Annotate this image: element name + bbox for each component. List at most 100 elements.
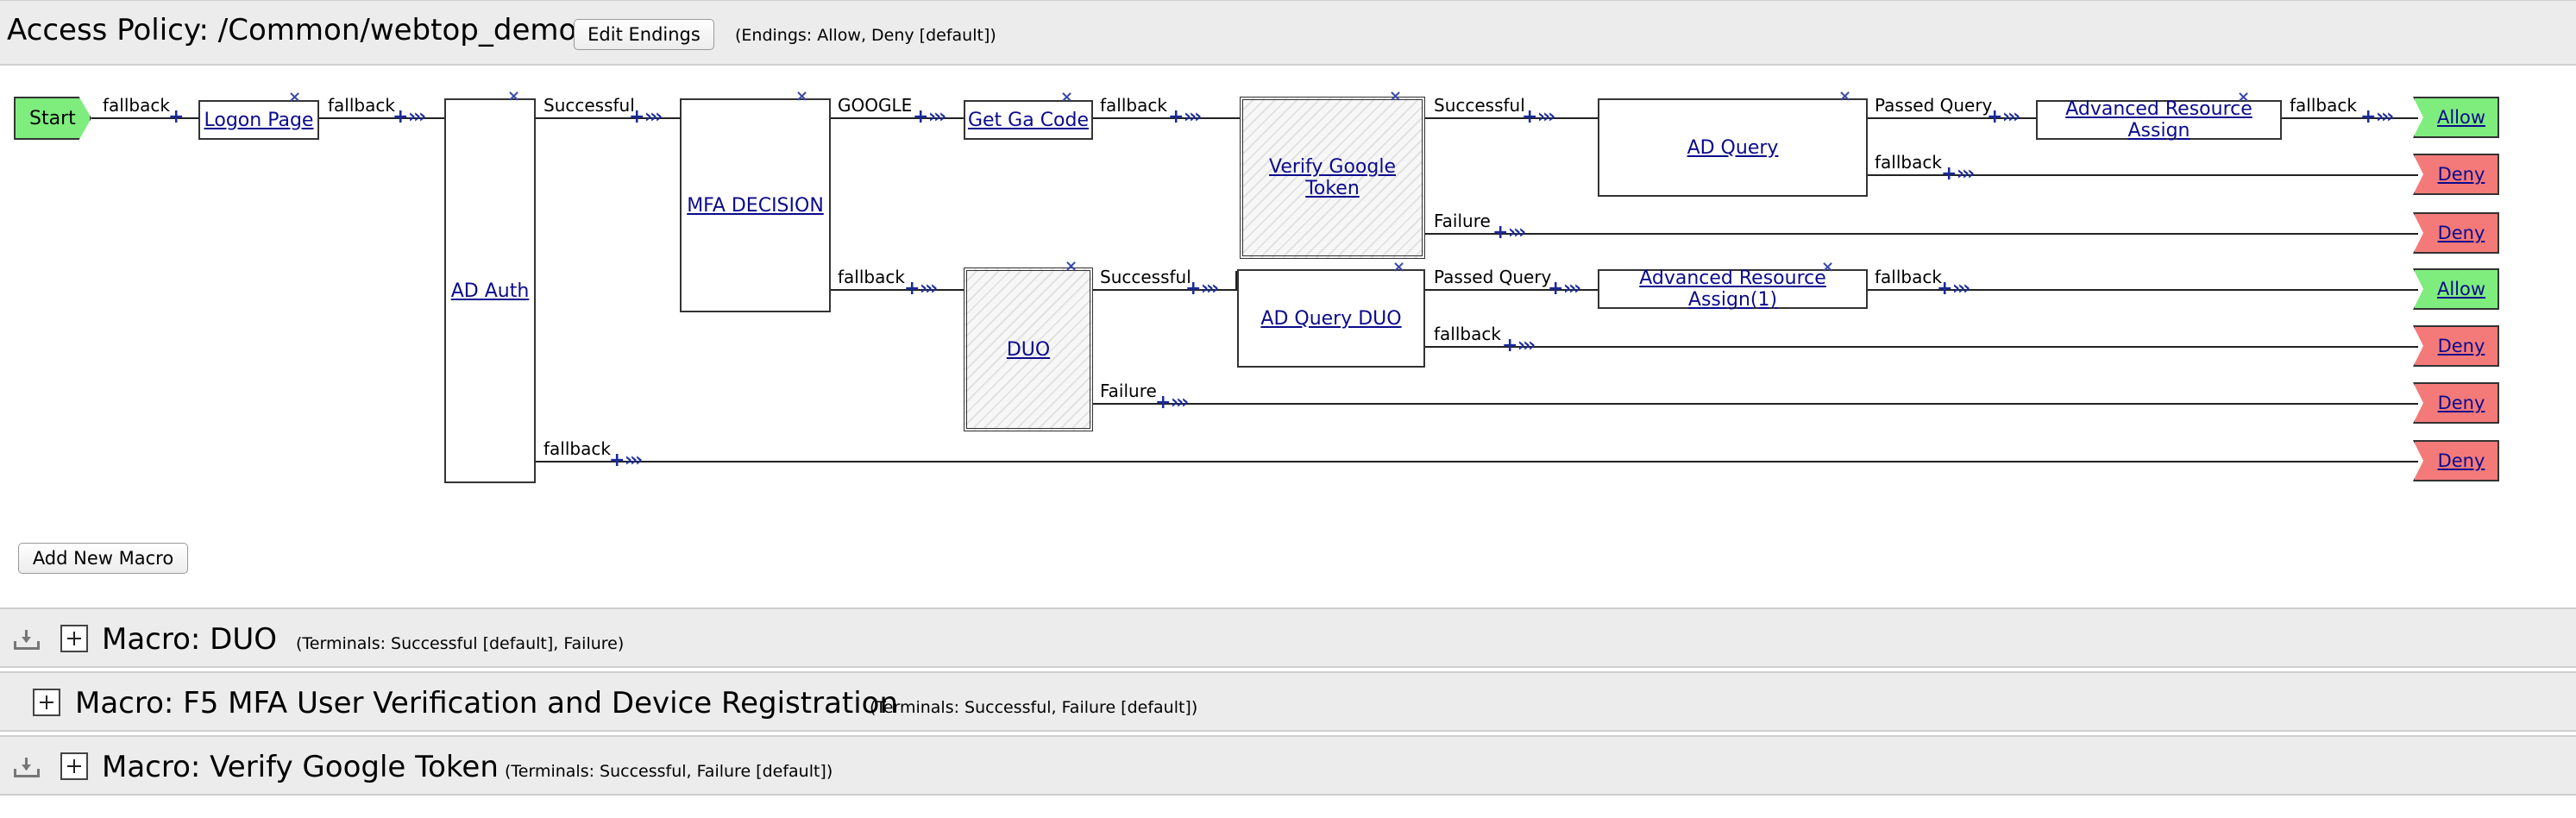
terminal-deny[interactable]: Deny: [2413, 440, 2499, 481]
terminal-allow-link[interactable]: Allow: [2436, 279, 2486, 299]
start-node: Start: [14, 97, 91, 140]
terminal-allow-link[interactable]: Allow: [2436, 107, 2486, 128]
node-ad-auth[interactable]: AD Auth: [444, 98, 536, 483]
ad-auth-link[interactable]: AD Auth: [450, 280, 530, 302]
branch-label: GOOGLE: [838, 95, 913, 116]
delete-advanced-resource-assign-icon[interactable]: ×: [2237, 88, 2251, 106]
connector-arrow-icon: ›››: [2002, 106, 2020, 128]
delete-get-ga-code-icon[interactable]: ×: [1060, 88, 1074, 106]
add-item-plus-icon[interactable]: +: [1987, 106, 2003, 128]
add-item-plus-icon[interactable]: +: [913, 106, 929, 128]
expand-macro-icon[interactable]: [60, 752, 88, 780]
node-advanced-resource-assign[interactable]: Advanced Resource Assign: [2036, 98, 2282, 142]
delete-advanced-resource-assign-1-icon[interactable]: ×: [1821, 258, 1835, 276]
add-item-plus-icon[interactable]: +: [1937, 278, 1953, 299]
add-item-plus-icon[interactable]: +: [1941, 163, 1957, 185]
add-item-plus-icon[interactable]: +: [2360, 106, 2377, 128]
delete-verify-google-token-icon[interactable]: ×: [1389, 87, 1403, 105]
node-duo[interactable]: DUO: [964, 267, 1093, 431]
connector-arrow-icon: ›››: [408, 106, 426, 128]
connector-line: [2282, 117, 2418, 119]
terminal-deny-link[interactable]: Deny: [2437, 223, 2485, 243]
expand-macro-icon[interactable]: [33, 689, 60, 716]
add-item-plus-icon[interactable]: +: [1548, 278, 1564, 299]
terminal-deny-link[interactable]: Deny: [2437, 164, 2485, 185]
terminal-deny-link[interactable]: Deny: [2437, 393, 2485, 413]
mfa-decision-link[interactable]: MFA DECISION: [687, 194, 824, 217]
terminal-deny[interactable]: Deny: [2413, 325, 2499, 367]
add-item-plus-icon[interactable]: +: [609, 450, 625, 471]
branch-label: Failure: [1100, 381, 1157, 401]
terminal-allow[interactable]: Allow: [2413, 97, 2499, 138]
connector-line: [1235, 271, 1237, 290]
connector-arrow-icon: ›››: [2376, 106, 2394, 128]
delete-logon-page-icon[interactable]: ×: [288, 88, 302, 106]
connector-arrow-icon: ›››: [1563, 278, 1581, 299]
connector-arrow-icon: ›››: [1171, 392, 1189, 413]
delete-mfa-decision-icon[interactable]: ×: [795, 87, 809, 105]
terminal-deny-link[interactable]: Deny: [2437, 450, 2485, 471]
policy-header: Access Policy: /Common/webtop_demo Edit …: [0, 0, 2576, 66]
advanced-resource-assign-link[interactable]: Advanced Resource Assign: [2065, 98, 2252, 142]
verify-google-token-link[interactable]: Verify Google Token: [1269, 156, 1396, 199]
edit-endings-button[interactable]: Edit Endings: [574, 19, 714, 50]
ad-query-link[interactable]: AD Query: [1687, 136, 1779, 159]
add-item-plus-icon[interactable]: +: [1502, 335, 1518, 356]
start-label: Start: [29, 107, 76, 129]
connector-line: [1425, 289, 1598, 291]
add-item-plus-icon[interactable]: +: [1155, 392, 1172, 413]
connector-line: [1425, 233, 2418, 235]
node-ad-query[interactable]: AD Query: [1598, 98, 1868, 197]
branch-label: Successful: [543, 95, 635, 116]
duo-link[interactable]: DUO: [1006, 338, 1051, 361]
add-item-plus-icon[interactable]: +: [629, 106, 645, 128]
macro-tree-icon[interactable]: [12, 756, 41, 782]
add-item-plus-icon[interactable]: +: [1185, 278, 1202, 299]
connector-line: [1425, 117, 1598, 119]
connector-arrow-icon: ›››: [1952, 278, 1970, 299]
connector-line: [536, 461, 2418, 462]
add-item-plus-icon[interactable]: +: [1168, 106, 1184, 128]
connector-arrow-icon: ›››: [1201, 278, 1219, 299]
add-new-macro-button[interactable]: Add New Macro: [18, 543, 188, 574]
terminal-allow[interactable]: Allow: [2413, 268, 2499, 310]
delete-ad-query-duo-icon[interactable]: ×: [1392, 258, 1406, 276]
node-logon-page[interactable]: Logon Page: [198, 100, 319, 140]
node-get-ga-code[interactable]: Get Ga Code: [964, 100, 1093, 140]
add-item-plus-icon[interactable]: +: [168, 106, 185, 128]
terminal-deny[interactable]: Deny: [2413, 212, 2499, 254]
add-item-plus-icon[interactable]: +: [393, 106, 409, 128]
connector-line: [319, 117, 444, 119]
delete-ad-query-icon[interactable]: ×: [1838, 87, 1852, 105]
ad-query-duo-link[interactable]: AD Query DUO: [1260, 307, 1402, 330]
delete-ad-auth-icon[interactable]: ×: [507, 87, 521, 105]
delete-duo-icon[interactable]: ×: [1065, 257, 1078, 275]
node-ad-query-duo[interactable]: AD Query DUO: [1237, 269, 1425, 368]
terminal-deny[interactable]: Deny: [2413, 382, 2499, 424]
connector-arrow-icon: ›››: [1517, 335, 1536, 356]
page-title: Access Policy: /Common/webtop_demo: [7, 13, 577, 47]
connector-arrow-icon: ›››: [920, 278, 938, 299]
get-ga-code-link[interactable]: Get Ga Code: [967, 109, 1090, 131]
connector-line: [91, 117, 198, 119]
node-advanced-resource-assign-1[interactable]: Advanced Resource Assign(1): [1598, 267, 1868, 311]
terminal-deny[interactable]: Deny: [2413, 154, 2499, 195]
connector-line: [1868, 117, 2036, 119]
branch-label: Successful: [1434, 95, 1525, 116]
node-mfa-decision[interactable]: MFA DECISION: [680, 98, 831, 312]
node-verify-google-token[interactable]: Verify Google Token: [1240, 97, 1425, 259]
branch-label: fallback: [328, 95, 395, 116]
terminal-deny-link[interactable]: Deny: [2437, 336, 2485, 356]
connector-arrow-icon: ›››: [1957, 163, 1975, 185]
macro-title: Macro: Verify Google Token: [102, 750, 499, 784]
endings-note: (Endings: Allow, Deny [default]): [735, 26, 996, 45]
macro-terminals: (Terminals: Successful, Failure [default…: [505, 762, 833, 781]
macro-tree-icon[interactable]: [12, 628, 41, 654]
expand-macro-icon[interactable]: [60, 625, 88, 652]
add-item-plus-icon[interactable]: +: [1492, 222, 1509, 243]
logon-page-link[interactable]: Logon Page: [204, 109, 314, 131]
branch-label: fallback: [543, 438, 611, 459]
add-item-plus-icon[interactable]: +: [1522, 106, 1538, 128]
add-item-plus-icon[interactable]: +: [904, 278, 920, 299]
advanced-resource-assign-1-link[interactable]: Advanced Resource Assign(1): [1639, 267, 1826, 311]
